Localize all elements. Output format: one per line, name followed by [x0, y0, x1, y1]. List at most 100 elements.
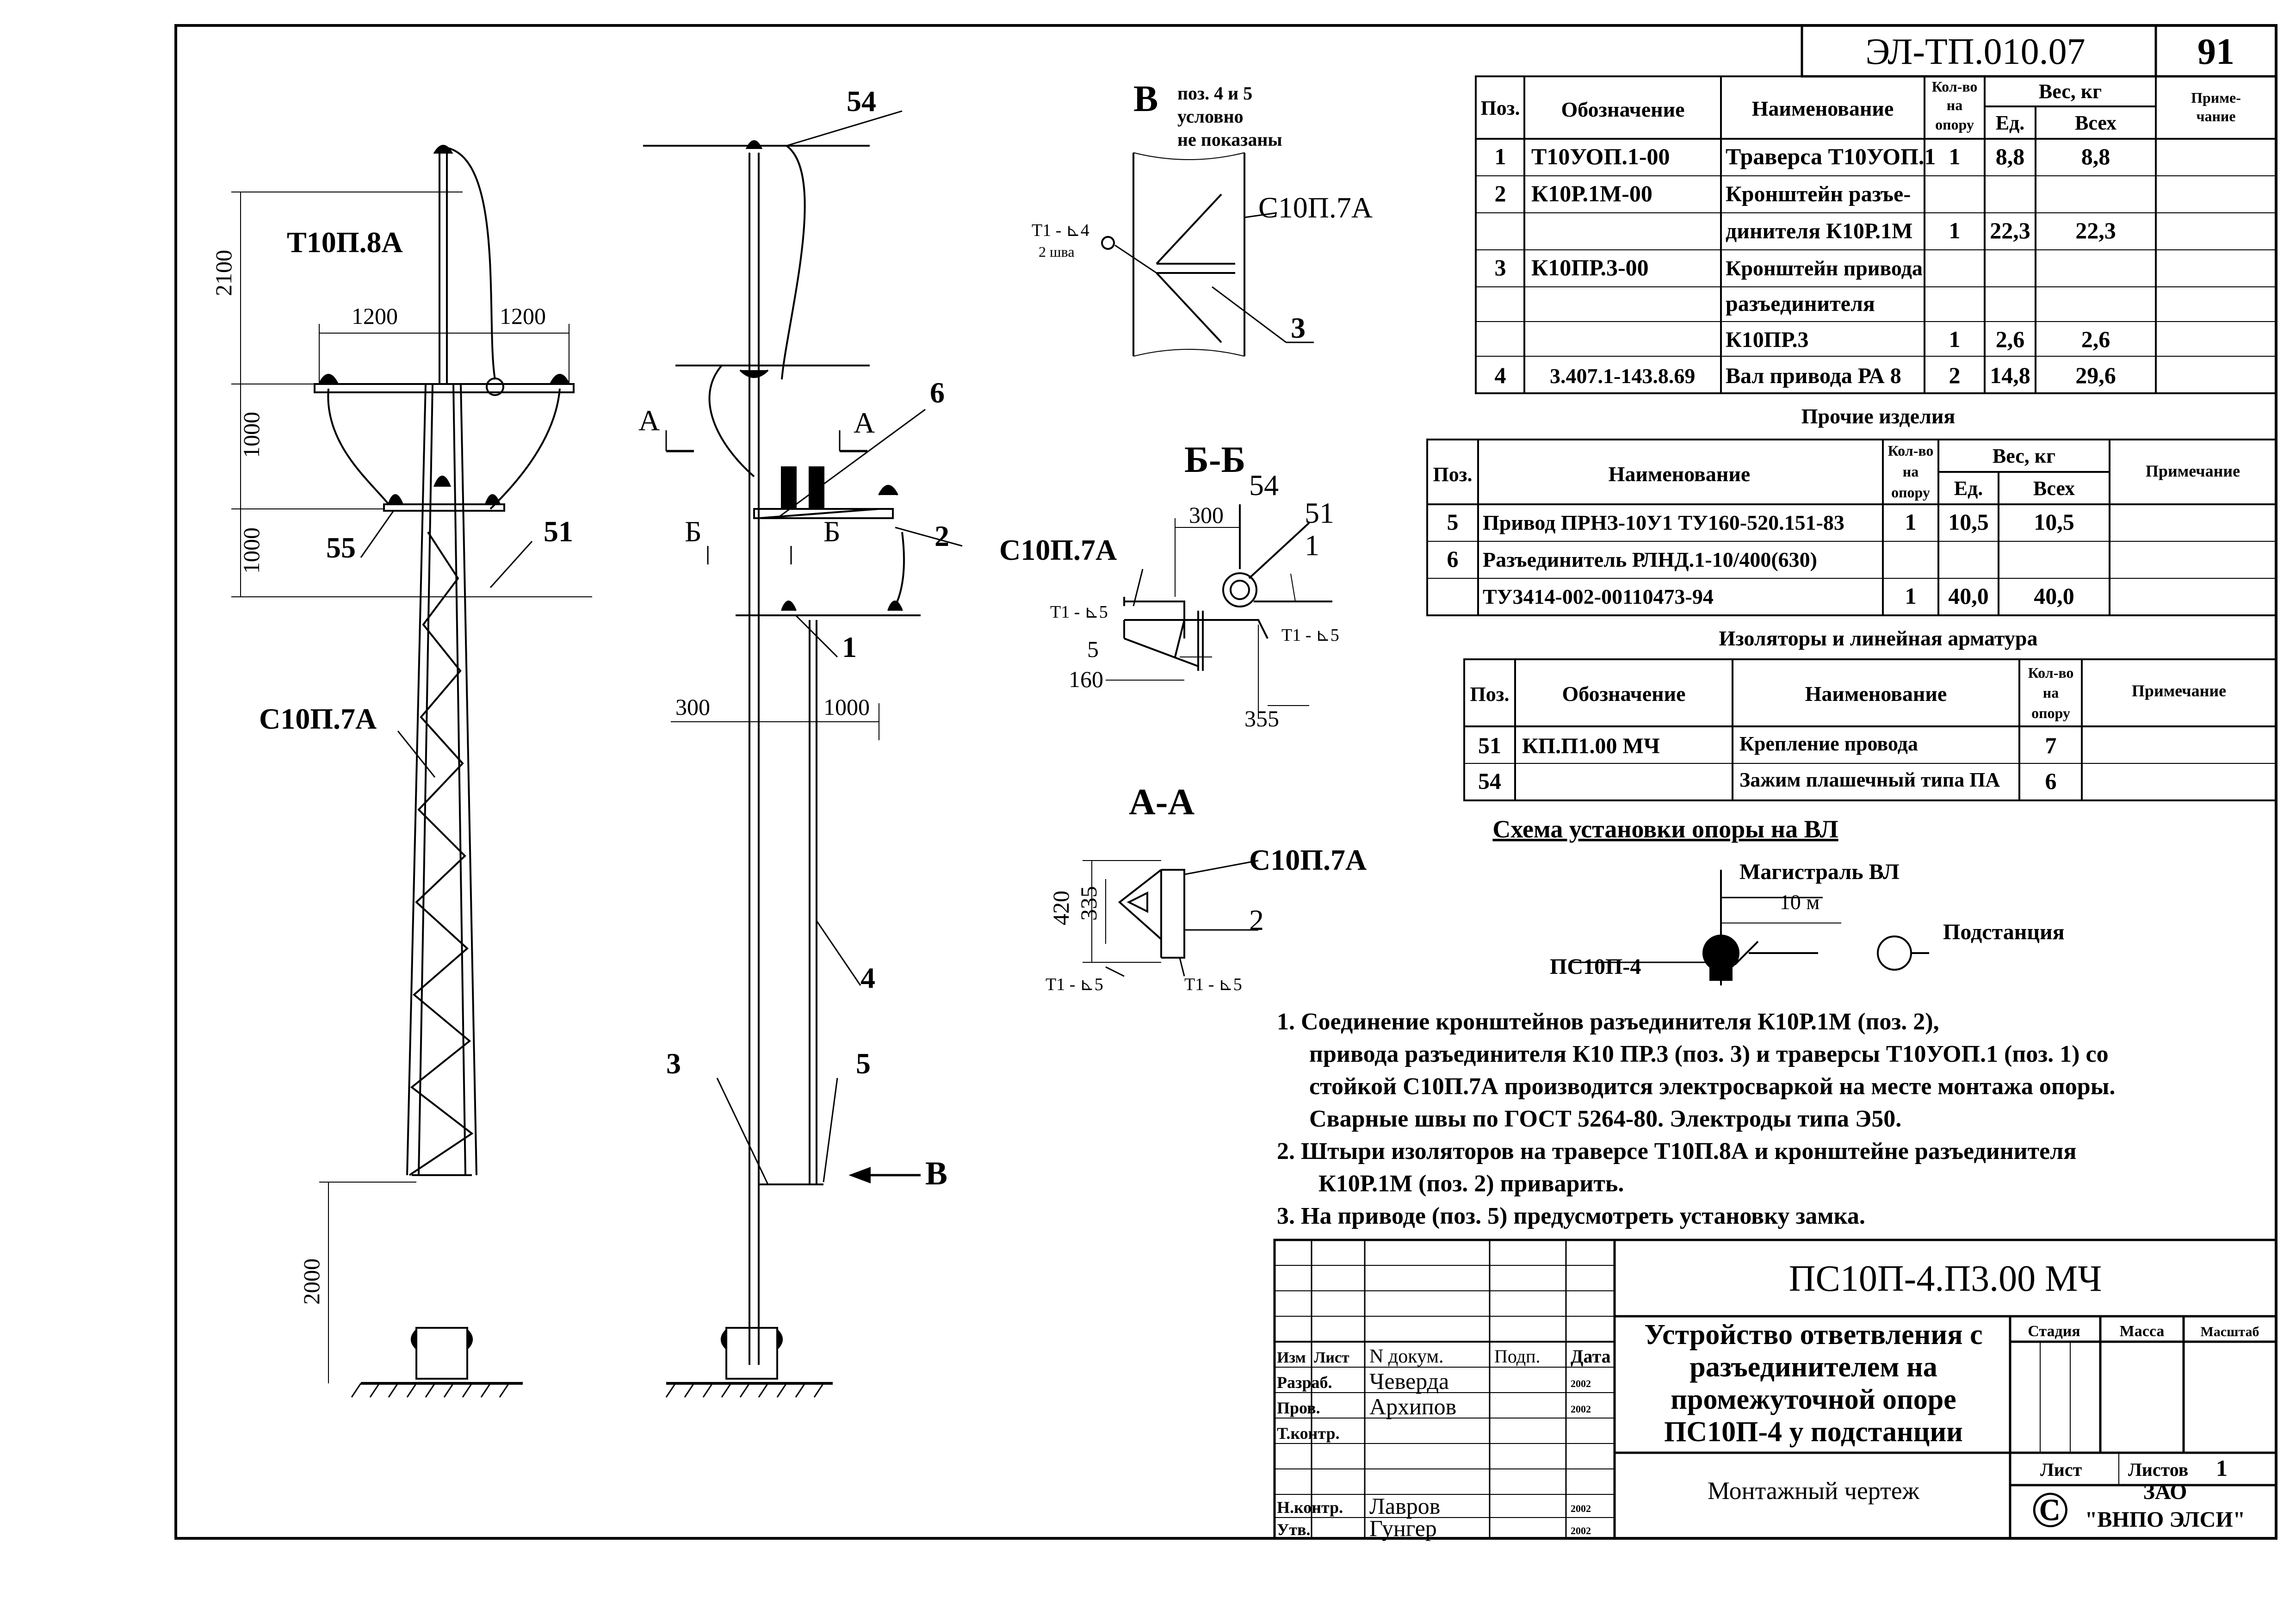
other-r2-total: 40,0	[2034, 583, 2074, 609]
spec-r5-qty: 1	[1949, 326, 1961, 352]
title-stadia: Стадия	[2028, 1323, 2080, 1340]
spec-r2-name: динителя К10Р.1М	[1726, 219, 1912, 243]
title-col-data: Дата	[1571, 1346, 1611, 1367]
spec-r0-unit: 8,8	[1996, 143, 2025, 169]
section-b-left: Б	[685, 515, 702, 548]
title-col-ndoc: N докум.	[1369, 1346, 1444, 1367]
spec-h-qty3: опору	[1935, 116, 1974, 133]
left-pole	[231, 145, 592, 1398]
header-page: 91	[2197, 31, 2234, 72]
dim-1000b: 1000	[238, 527, 264, 574]
spec-r1-name: Кронштейн разъе-	[1726, 182, 1911, 206]
view-v-title: В	[1133, 79, 1158, 119]
spec-r0-qty: 1	[1949, 143, 1961, 169]
tag-3: 3	[666, 1047, 681, 1080]
spec-r3-name: Кронштейн привода	[1726, 256, 1923, 280]
tag-54: 54	[847, 85, 876, 118]
section-aa-weld-right: Т1 - ⊾5	[1184, 975, 1242, 994]
spec-h-designation: Обозначение	[1561, 98, 1684, 121]
sig-role-4: Н.контр.	[1277, 1498, 1343, 1517]
section-bb-d160: 160	[1069, 666, 1103, 692]
spec-table	[1475, 75, 2277, 394]
other-r1-pos: 6	[1447, 546, 1459, 572]
other-r2-name: ТУ3414-002-00110473-94	[1483, 585, 1714, 608]
dim-2000: 2000	[298, 1258, 324, 1305]
right-pole	[643, 110, 963, 1398]
title-masshtab: Масштаб	[2200, 1324, 2259, 1339]
title-doc-code: ПС10П-4.П3.00 МЧ	[1789, 1258, 2102, 1299]
spec-h-name: Наименование	[1752, 97, 1894, 120]
note-line-4: Сварные швы по ГОСТ 5264-80. Электроды т…	[1309, 1106, 1901, 1132]
section-aa	[1083, 860, 1259, 977]
spec-h-pos: Поз.	[1481, 97, 1520, 119]
header-block: ЭЛ-ТП.010.07 91	[1801, 24, 2277, 78]
title-line-3: промежуточной опоре	[1671, 1384, 1956, 1415]
other-h-pos: Поз.	[1433, 463, 1473, 486]
spec-h-qty2: на	[1947, 97, 1962, 113]
tag-5: 5	[856, 1047, 871, 1080]
other-h-total: Всех	[2033, 477, 2075, 500]
section-bb-pole: С10П.7А	[999, 533, 1117, 566]
view-v	[1101, 152, 1314, 357]
tag-1: 1	[842, 631, 857, 663]
title-line-2: разъединителем на	[1690, 1351, 1937, 1383]
view-v-note2: условно	[1177, 106, 1244, 127]
other-table-title: Прочие изделия	[1801, 404, 1956, 428]
spec-r3-pos: 3	[1495, 254, 1506, 280]
other-table	[1426, 439, 2277, 616]
section-bb-tag1: 1	[1305, 529, 1319, 562]
spec-r1-des: К10Р.1М-00	[1531, 180, 1652, 206]
other-r2-unit: 40,0	[1948, 583, 1989, 609]
section-bb-title: Б-Б	[1184, 440, 1245, 480]
section-bb	[1106, 504, 1332, 712]
sig-role-0: Разраб.	[1277, 1373, 1332, 1392]
insul-h-pos: Поз.	[1470, 683, 1510, 706]
title-col-podp: Подп.	[1494, 1346, 1541, 1367]
dim-1000-right: 1000	[823, 694, 870, 720]
title-copyright: ©	[2031, 1481, 2069, 1538]
title-line-1: Устройство ответвления с	[1644, 1319, 1982, 1350]
section-aa-d420: 420	[1048, 891, 1074, 925]
sig-name-5: Гунгер	[1369, 1515, 1437, 1541]
insul-h-name: Наименование	[1805, 682, 1947, 706]
spec-r5-unit: 2,6	[1996, 326, 2025, 352]
sig-role-5: Утв.	[1277, 1520, 1311, 1539]
other-h-qty3: опору	[1891, 484, 1930, 501]
insul-r0-pos: 51	[1478, 732, 1501, 758]
view-v-weld: Т1 - ⊾4	[1032, 221, 1089, 240]
title-company-1: ЗАО	[2143, 1480, 2187, 1504]
spec-r0-des: Т10УОП.1-00	[1531, 143, 1670, 169]
other-r2-qty: 1	[1905, 583, 1917, 609]
spec-r6-des: 3.407.1-143.8.69	[1550, 364, 1695, 388]
view-v-tag3: 3	[1291, 311, 1306, 344]
spec-h-note2: чание	[2196, 108, 2235, 124]
title-company-2: "ВНПО ЭЛСИ"	[2085, 1507, 2246, 1532]
tag-6: 6	[930, 376, 945, 409]
view-v-note1: поз. 4 и 5	[1177, 83, 1252, 104]
view-v-weld2: 2 шва	[1039, 243, 1075, 260]
scheme: Схема установки опоры на ВЛ Магистраль В…	[1492, 815, 2065, 985]
dim-1000a: 1000	[238, 412, 264, 458]
sig-date-5: 2002	[1571, 1525, 1591, 1536]
scheme-distance: 10 м	[1780, 890, 1820, 914]
spec-r6-pos: 4	[1495, 362, 1506, 388]
section-aa-tag2: 2	[1249, 904, 1264, 936]
title-signatures: Разраб. Чеверда 2002 Пров. Архипов 2002 …	[1277, 1368, 1591, 1541]
scheme-main-line: Магистраль ВЛ	[1739, 860, 1900, 884]
other-h-weight: Вес, кг	[1993, 445, 2055, 467]
title-list: Лист	[2040, 1459, 2082, 1480]
other-r0-unit: 10,5	[1948, 509, 1989, 535]
spec-r3-des: К10ПР.3-00	[1531, 254, 1649, 280]
dim-1200-left: 1200	[352, 303, 398, 329]
spec-r6-total: 29,6	[2075, 362, 2116, 388]
insul-h-qty3: опору	[2031, 705, 2070, 721]
sig-date-4: 2002	[1571, 1503, 1591, 1514]
section-aa-weld-left: Т1 - ⊾5	[1046, 975, 1103, 994]
left-pole-label: С10П.7А	[259, 702, 377, 735]
section-aa-title: А-А	[1129, 782, 1194, 823]
other-r0-name: Привод ПРНЗ-10У1 ТУ160-520.151-83	[1483, 511, 1844, 534]
note-line-3: стойкой С10П.7А производится электросвар…	[1309, 1073, 2115, 1100]
view-arrow-v: В	[925, 1155, 947, 1192]
section-bb-d355: 355	[1244, 706, 1279, 731]
header-code: ЭЛ-ТП.010.07	[1865, 31, 2085, 72]
